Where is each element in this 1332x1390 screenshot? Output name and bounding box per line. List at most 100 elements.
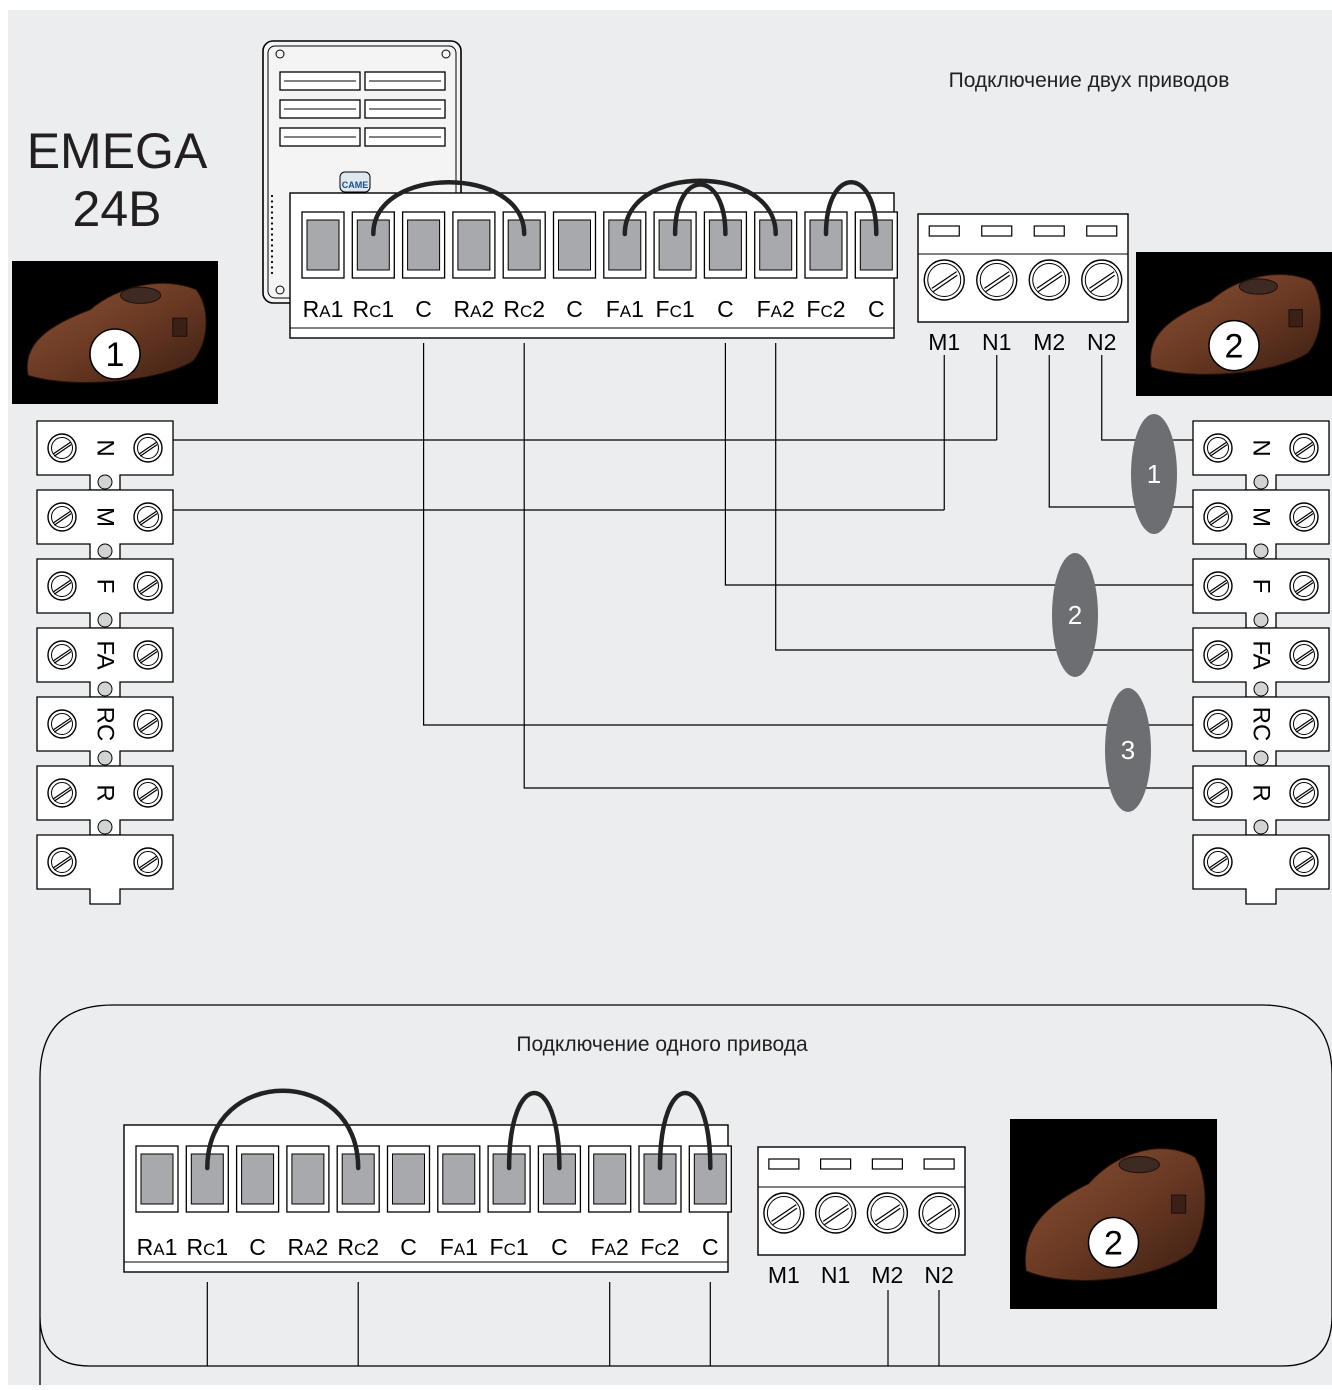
terminal-socket-inner	[291, 1153, 325, 1205]
screw-slot	[1294, 510, 1314, 524]
terminal-label-c-11: C	[868, 296, 885, 322]
motor-terminal-screw	[918, 1192, 960, 1234]
screw-rim	[1207, 506, 1229, 528]
controller-logo: CAME	[342, 180, 369, 190]
drive-motor-knob	[1118, 1156, 1160, 1174]
wire-fa	[775, 343, 1193, 651]
motor-block-screw	[1203, 433, 1233, 463]
motor-block-label-r: R	[1248, 784, 1275, 801]
screw-slot	[138, 786, 158, 800]
motor-block-screw	[1289, 502, 1319, 532]
screw-rim	[927, 263, 962, 297]
screw-rim	[137, 644, 159, 666]
motor-block-screw	[47, 571, 77, 601]
terminal-label-c-5: C	[566, 296, 583, 322]
screw-slot	[1294, 786, 1314, 800]
jumper-wire-bottom-0	[205, 1088, 361, 1171]
screw-slot	[1295, 513, 1314, 526]
screw-slot	[1209, 651, 1228, 664]
screw-slot	[1036, 271, 1062, 289]
motor-block-indicator	[1253, 681, 1269, 697]
motor-block-screw	[47, 433, 77, 463]
screw-slot	[138, 855, 158, 869]
screw-slot	[139, 858, 158, 871]
terminal-label-rc2-4: RC2	[503, 296, 545, 322]
screw-slot	[1209, 720, 1228, 733]
terminal-label-fc2-10: FC2	[806, 296, 845, 322]
motor-terminal-screw	[814, 1192, 857, 1234]
motor-terminal-slot	[1086, 225, 1118, 237]
motor-terminal-label-m1: M1	[768, 1262, 800, 1288]
screw-slot	[52, 648, 72, 662]
screw-slot	[139, 444, 158, 457]
motor-terminal-slot	[871, 1158, 903, 1170]
motor-terminal-slot	[928, 225, 960, 237]
one-drive-caption: Подключение одного привода	[516, 1033, 808, 1056]
screw-slot	[1208, 648, 1228, 662]
controller-pin-dot	[270, 266, 274, 269]
motor-block-indicator	[97, 819, 113, 835]
screw-rim	[51, 575, 73, 597]
wire-group-number: 1	[1147, 459, 1161, 489]
terminal-socket-inner	[241, 1153, 275, 1205]
motor-block-indicator	[97, 750, 113, 766]
jumper-wire-top-2	[672, 182, 728, 237]
motor-block-screw	[1203, 502, 1233, 532]
screw-slot	[1209, 789, 1228, 802]
drive-motor-knob	[120, 286, 162, 304]
terminal-socket-inner	[356, 219, 390, 271]
screw-slot	[53, 789, 72, 802]
screw-slot	[1294, 717, 1314, 731]
screw-rim	[1293, 644, 1315, 666]
screw-slot	[53, 858, 72, 871]
wire-group-1: 1	[1131, 414, 1177, 534]
wire-group-number: 3	[1121, 735, 1135, 765]
controller-pin-dot	[270, 200, 274, 203]
screw-slot	[1208, 855, 1228, 869]
terminal-label-ra2-3: RA2	[454, 296, 495, 322]
controller-pin-dot	[270, 222, 274, 225]
controller-pin-dot	[270, 260, 274, 264]
controller-mount-screw	[275, 285, 285, 295]
motor-block-indicator	[97, 474, 113, 490]
terminal-label-ra2-3: RA2	[288, 1234, 329, 1260]
screw-slot	[1209, 582, 1228, 595]
jumper-wire-top-1	[622, 178, 778, 237]
screw-rim	[1293, 506, 1315, 528]
screw-slot	[1208, 579, 1228, 593]
motor-block-label-f: F	[92, 579, 119, 594]
controller-pin-dot	[270, 244, 274, 247]
wire-r	[523, 343, 1193, 789]
jumper-wire-bottom-1	[506, 1090, 562, 1171]
controller-logo-badge	[339, 171, 371, 193]
terminal-label-fa2-9: FA2	[757, 296, 795, 322]
screw-rim	[51, 851, 73, 873]
screw-rim	[1207, 644, 1229, 666]
screw-rim	[51, 506, 73, 528]
terminal-label-c-11: C	[702, 1234, 719, 1260]
motor-block-screw	[133, 709, 163, 739]
screw-slot	[53, 513, 72, 526]
screw-slot	[927, 1207, 953, 1226]
wire-f	[724, 343, 1193, 586]
motor-block-screw	[47, 847, 77, 877]
motor-terminal-label-m2: M2	[1033, 329, 1065, 355]
screw-rim	[137, 506, 159, 528]
screw-slot	[772, 1207, 798, 1226]
motor-block-label-m: M	[1248, 507, 1275, 527]
screw-rim	[1207, 437, 1229, 459]
terminal-socket-inner	[442, 1153, 476, 1205]
terminal-label-fc1-7: FC1	[656, 296, 695, 322]
motor-terminal-label-n2: N2	[1087, 329, 1116, 355]
wire-group-ellipse	[1131, 414, 1177, 534]
controller-pin-dot	[270, 271, 274, 275]
motor-terminal-slot	[923, 1158, 955, 1170]
screw-rim	[137, 437, 159, 459]
controller-mount-screw	[275, 49, 285, 59]
drive-badge	[1087, 1216, 1140, 1269]
